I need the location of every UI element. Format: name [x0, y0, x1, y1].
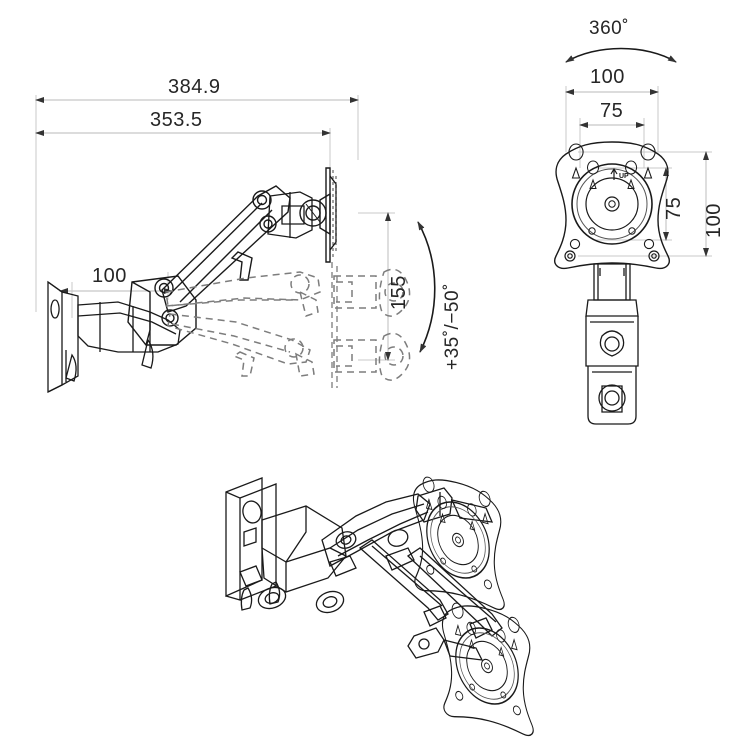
elbow-joint-block: [127, 275, 197, 346]
front-extension-lines: [565, 86, 712, 257]
dimension-label-vesa-height-75: 75: [663, 196, 685, 220]
extension-lines: [35, 95, 395, 361]
rotation-arc-arrow: [565, 47, 677, 63]
dimension-label-vesa-width-75: 75: [600, 100, 624, 122]
iso-lower-head-bracket: [407, 627, 484, 661]
vesa-mounting-plate: [553, 141, 671, 270]
alternate-plate-edge: [331, 262, 338, 392]
iso-main-arm: [321, 493, 431, 577]
alternate-position-middle: [165, 268, 411, 317]
dimension-label-353-5: 353.5: [150, 109, 203, 131]
tilt-head-linkage: [267, 191, 313, 239]
dimension-label-vesa-width-100: 100: [590, 66, 625, 88]
svg-text:UP: UP: [619, 173, 629, 180]
dimension-label-100-wall-offset: 100: [92, 265, 127, 287]
dimension-label-155: 155: [388, 275, 410, 310]
alternate-position-lower: [167, 313, 411, 381]
iso-vesa-plate-upper: [410, 470, 506, 612]
iso-secondary-links: [358, 539, 503, 639]
dimension-label-360: 360˚: [589, 18, 630, 39]
iso-vesa-plate-lower: [439, 596, 535, 738]
iso-upper-head-bracket: [385, 487, 494, 571]
front-pivot-lugs: [564, 250, 660, 262]
gas-spring-arm: [161, 185, 291, 313]
dimension-label-tilt-range: +35˚/−50˚: [442, 283, 463, 370]
side-elevation-view: [35, 95, 436, 394]
tilt-range-arc-arrow: [417, 221, 436, 353]
iso-wall-plate: [225, 477, 281, 611]
isometric-view: [225, 470, 535, 738]
vesa-plate-edge-hatch: [332, 170, 337, 260]
front-arm-column: [585, 263, 639, 425]
vesa-head-side-profile: [299, 167, 337, 263]
dimension-label-384-9: 384.9: [168, 76, 221, 98]
up-orientation-marking: UP: [610, 167, 629, 180]
dimension-label-vesa-height-100: 100: [703, 203, 725, 238]
front-elevation-view: UP: [553, 47, 712, 425]
